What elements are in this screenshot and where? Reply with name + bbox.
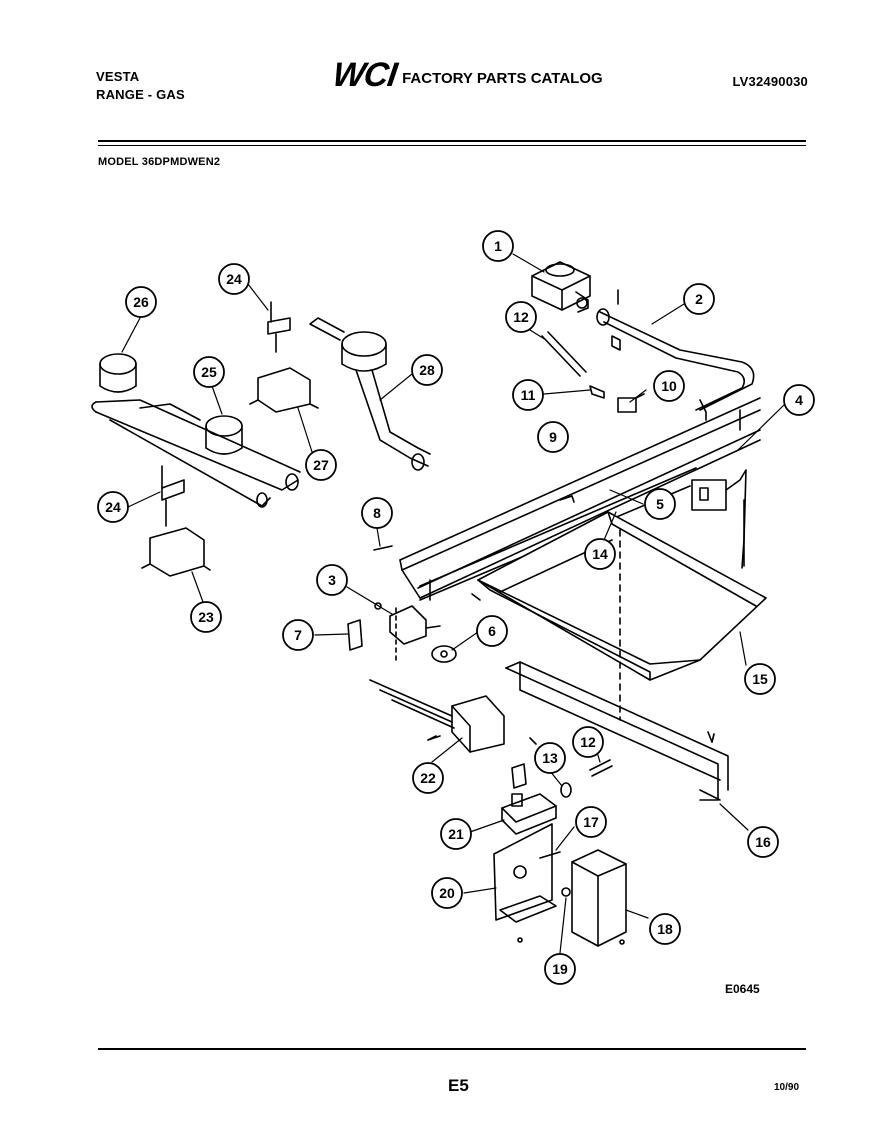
callout-12-upper: 12 [513, 309, 529, 325]
part-burner-bracket-lower [141, 527, 211, 577]
part-spacer [560, 782, 572, 798]
part-orifice-hood [541, 331, 645, 413]
header-rule-top [98, 140, 806, 142]
part-front-bracket [505, 661, 729, 801]
callout-10: 10 [661, 378, 677, 394]
callout-20: 20 [439, 885, 455, 901]
callout-19: 19 [552, 961, 568, 977]
part-valve-pin [373, 545, 393, 551]
callout-circles [97, 230, 815, 985]
page-number: E5 [448, 1076, 469, 1095]
part-valve-washer [431, 645, 457, 663]
part-rear-burner [309, 317, 431, 471]
diagram-code: E0645 [725, 982, 760, 996]
part-lower-pin [589, 759, 613, 777]
revision-date: 10/90 [774, 1082, 800, 1093]
model-number: MODEL 36DPMDWEN2 [98, 156, 221, 168]
callout-27: 27 [313, 457, 329, 473]
footer-rule [98, 1048, 806, 1050]
callout-28: 28 [419, 362, 435, 378]
callout-16: 16 [755, 834, 771, 850]
callout-17: 17 [583, 814, 599, 830]
part-burner-bracket-upper [249, 367, 319, 413]
part-valve-clip [347, 619, 363, 651]
part-pressure-switch [501, 763, 557, 835]
callout-5: 5 [656, 496, 664, 512]
callout-7: 7 [294, 627, 302, 643]
callout-8: 8 [373, 505, 381, 521]
part-burner-clip-lower [161, 465, 185, 527]
header-rule-bottom [98, 145, 806, 146]
loose-screws [427, 593, 715, 745]
callout-18: 18 [657, 921, 673, 937]
callout-2: 2 [695, 291, 703, 307]
part-pressure-regulator [531, 261, 591, 313]
catalog-title: FACTORY PARTS CATALOG [402, 69, 603, 87]
part-gas-valve [374, 602, 441, 661]
callout-13: 13 [542, 750, 558, 766]
part-left-burners [91, 353, 301, 508]
part-ignition-switch [691, 469, 747, 569]
callout-25: 25 [201, 364, 217, 380]
part-screw-clip [539, 851, 571, 897]
part-spark-module [369, 679, 505, 753]
product-type: RANGE - GAS [96, 87, 185, 102]
callout-26: 26 [133, 294, 149, 310]
callout-21: 21 [448, 826, 464, 842]
callout-11: 11 [521, 387, 536, 403]
callout-3: 3 [328, 572, 336, 588]
callout-6: 6 [488, 623, 496, 639]
brand-name: VESTA [96, 69, 140, 84]
callout-14: 14 [592, 546, 608, 562]
leader-lines [121, 253, 785, 954]
part-manifold-pipe [596, 289, 755, 411]
part-burner-box [477, 511, 767, 721]
callout-22: 22 [420, 770, 436, 786]
brand-block: VESTA RANGE - GAS [96, 68, 185, 104]
callout-1: 1 [494, 238, 502, 254]
part-cover-box [571, 849, 627, 947]
catalog-header: WCI FACTORY PARTS CATALOG [330, 56, 603, 94]
callout-24-lower: 24 [105, 499, 121, 515]
catalog-number: LV32490030 [732, 74, 808, 89]
part-mounting-plate [493, 823, 557, 943]
callout-4: 4 [795, 392, 803, 408]
callout-24-upper: 24 [226, 271, 242, 287]
callout-15: 15 [752, 671, 768, 687]
callout-23: 23 [198, 609, 214, 625]
part-burner-clip-upper [267, 301, 291, 353]
callout-9: 9 [549, 429, 557, 445]
callout-12-lower: 12 [580, 734, 596, 750]
